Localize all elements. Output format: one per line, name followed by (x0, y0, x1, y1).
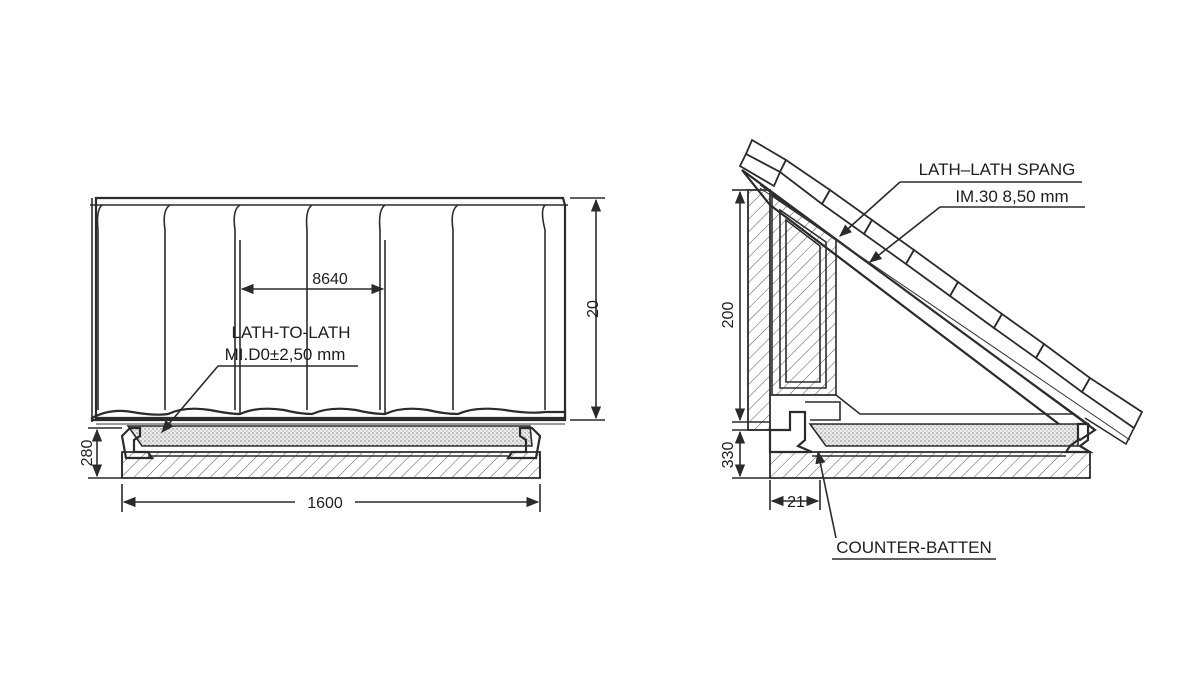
right-label-main-leader (839, 181, 901, 237)
left-label-leader (161, 365, 219, 433)
right-dim-height: 200 (720, 302, 737, 329)
left-dim-inner: 8640 (312, 271, 348, 288)
left-label-main: LATH-TO-LATH (231, 323, 350, 342)
left-tile-ribs (96, 204, 546, 410)
right-base-hatch (769, 451, 1091, 479)
right-roof-tiles (738, 138, 1144, 446)
left-tile-panel (94, 196, 567, 420)
right-label-bottom: COUNTER-BATTEN (836, 538, 992, 557)
right-label-sub-leader (868, 206, 941, 263)
right-dim-offset: 21 (787, 494, 805, 511)
left-tile-bottom-edge (90, 407, 567, 422)
right-counter-batten-leader (815, 450, 837, 539)
left-dim-width: 1600 (307, 495, 343, 512)
left-dim-height: 20 (585, 300, 602, 318)
right-wall-hatch (747, 189, 771, 431)
left-counter-batten-stipple (126, 425, 533, 447)
right-section: LATH–LATH SPANG IM.30 8,50 mm 200 330 21… (720, 138, 1144, 560)
right-dim-base-height: 330 (720, 442, 737, 469)
left-label-sub: MI.D0±2,50 mm (225, 345, 346, 364)
right-label-main: LATH–LATH SPANG (919, 160, 1076, 179)
right-label-sub: IM.30 8,50 mm (955, 187, 1068, 206)
left-elevation: 8640 LATH-TO-LATH MI.D0±2,50 mm 20 280 1… (79, 196, 605, 512)
right-stipple-layer (808, 423, 1079, 447)
left-dim-base-height: 280 (79, 440, 96, 467)
